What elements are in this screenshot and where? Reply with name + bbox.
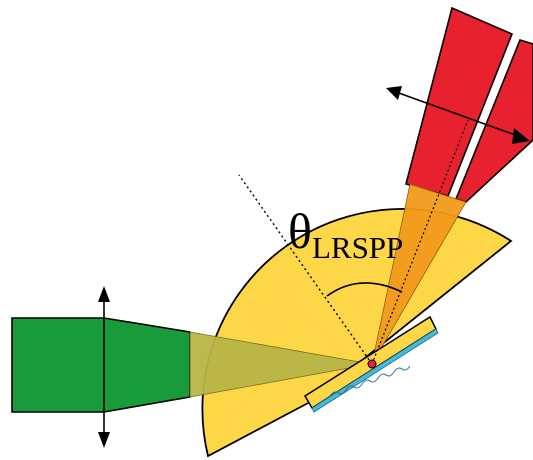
angle-subscript: LRSPP: [312, 230, 403, 265]
double-arrow-vertical-icon: [98, 286, 110, 448]
output-beam-arm-right: [454, 39, 533, 203]
angle-arc: [326, 282, 403, 297]
plasmon-wave: [329, 365, 411, 397]
angle-label: θLRSPP: [288, 203, 403, 265]
input-beam-tube: [11, 317, 191, 413]
focus-point: [367, 359, 377, 369]
angle-symbol: θ: [288, 203, 312, 259]
input-beam-in-prism: [189, 331, 372, 398]
surface-normal-line: [238, 174, 373, 365]
output-beam-centerline: [371, 119, 469, 365]
sample-waveguide-layer: [311, 328, 439, 413]
double-arrow-diagonal-icon: [386, 86, 530, 144]
output-beam-in-prism: [371, 183, 467, 365]
